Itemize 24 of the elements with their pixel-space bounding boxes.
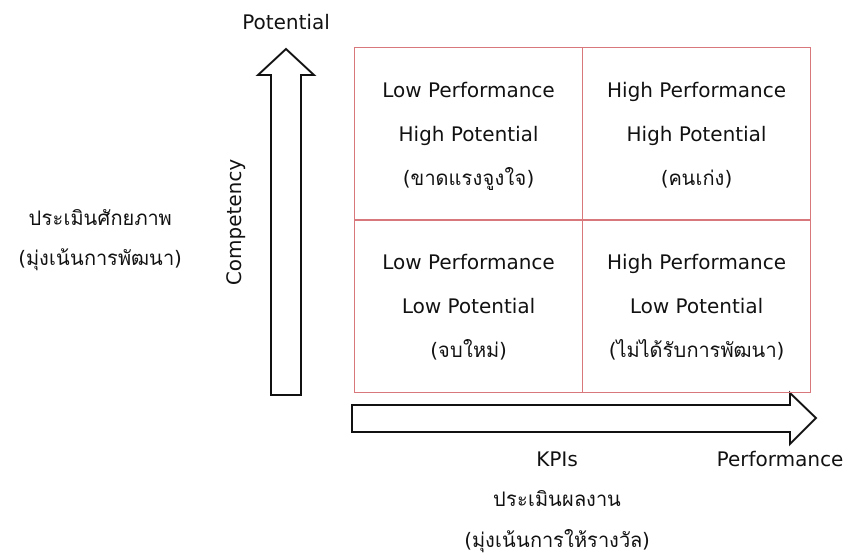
quadrant-text: High Performance — [606, 249, 786, 276]
label-text: (มุ่งเน้นการให้รางวัล) — [464, 527, 650, 553]
label-text: ประเมินผลงาน — [493, 486, 621, 512]
quadrant-text: (จบใหม่) — [430, 337, 507, 364]
quadrant-text: High Potential — [626, 121, 766, 148]
quadrant-text: Low Performance — [382, 77, 555, 104]
quadrant-text: High Performance — [606, 77, 786, 104]
label-text: KPIs — [536, 446, 578, 472]
quadrant-cell — [354, 219, 583, 393]
quadrant-text: (คนเก่ง) — [660, 165, 732, 192]
label-text: Performance — [716, 446, 844, 472]
quadrant-text: Low Potential — [630, 293, 764, 320]
quadrant-text: High Potential — [398, 121, 538, 148]
label-text: Potential — [242, 9, 330, 35]
quadrant-text: (ไม่ได้รับการพัฒนา) — [608, 337, 784, 364]
quadrant-cell — [582, 219, 811, 393]
quadrant-cell — [354, 47, 583, 221]
quadrant-text: Low Potential — [402, 293, 536, 320]
quadrant-cell — [582, 47, 811, 221]
quadrant-text: Low Performance — [382, 249, 555, 276]
quadrant-text: (ขาดแรงจูงใจ) — [402, 165, 534, 192]
axis-label: Competency — [221, 158, 247, 286]
label-text: (มุ่งเน้นการพัฒนา) — [18, 245, 182, 271]
label-text: ประเมินศักยภาพ — [28, 205, 172, 231]
